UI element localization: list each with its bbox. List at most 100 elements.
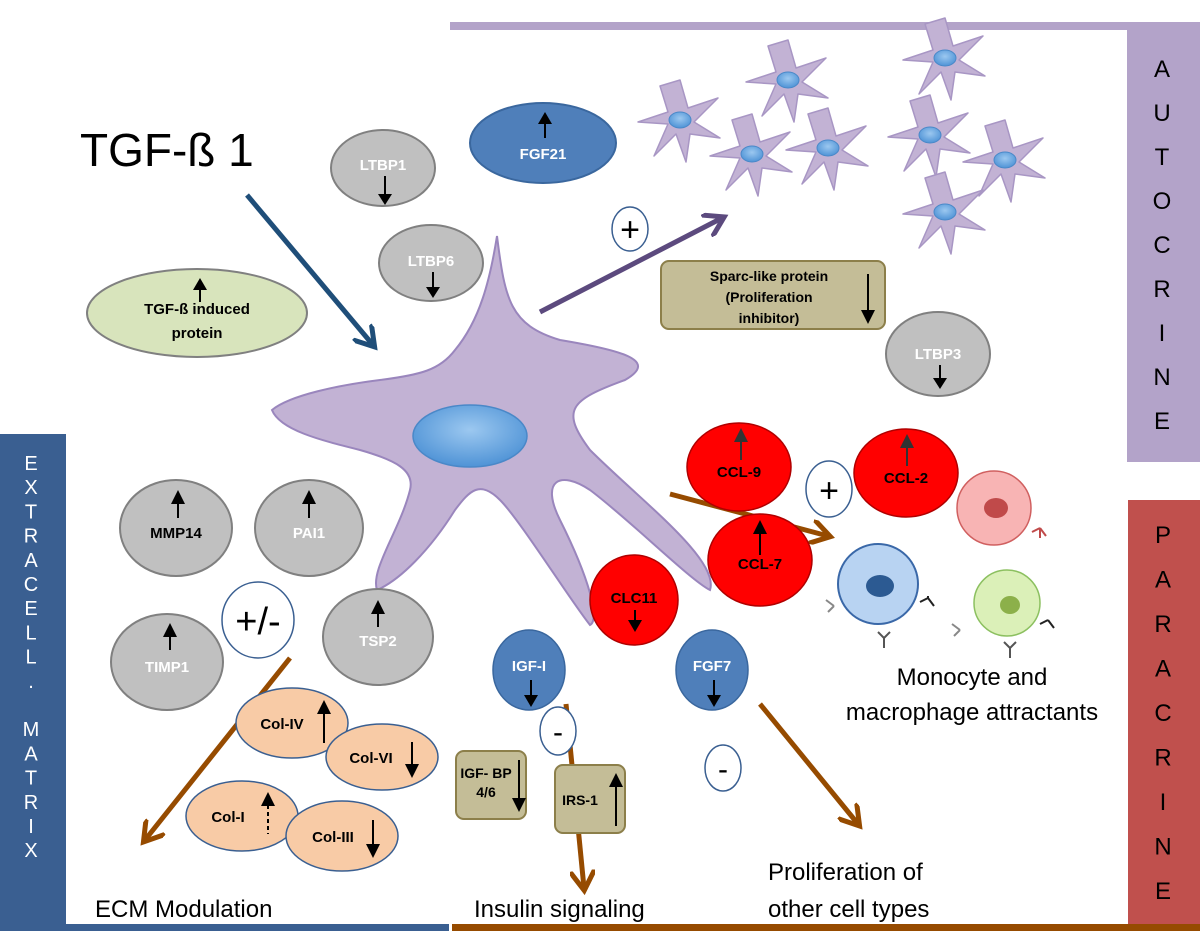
node-col-i: Col-I [185,780,299,852]
small-cell [637,79,721,163]
arrow-up-icon [163,623,177,637]
arrow-down-icon [861,310,875,324]
central-fibroblast-cell [270,235,712,627]
autocrine-letter: I [1159,320,1166,347]
antibody-icon [877,631,891,648]
sign-ecm-plus-minus: +/- [221,581,295,659]
svg-text:+: + [819,472,839,510]
ecm-letter: X [24,840,37,862]
antibody-icon [1039,619,1055,629]
paracrine-letter: N [1154,834,1171,861]
paracrine-frame [452,500,1200,931]
node-label: MMP14 [150,525,202,542]
arrow-up-icon [302,490,316,504]
node-label: PAI1 [293,525,325,542]
node-ltbp6: LTBP6 [378,224,484,302]
node-label: protein [172,325,223,342]
arrow-up-icon [900,434,914,448]
node-fgf21: FGF21 [469,102,617,184]
title-tgf-beta1: TGF-ß 1 [80,124,254,176]
node-ltbp3: LTBP3 [885,311,991,397]
small-cell [887,94,971,178]
monocyte-green [951,569,1055,658]
monocyte-cells [825,470,1055,658]
ecm-letter: E [24,453,37,475]
autocrine-letter: C [1153,232,1170,259]
small-cell [962,119,1046,203]
node-label: Col-VI [349,750,392,767]
paracrine-letter: I [1160,789,1167,816]
node-tgf-induced-protein: TGF-ß induced protein [86,268,308,358]
outcome-monocyte-line1: Monocyte and [897,664,1048,691]
ecm-letter: R [24,792,38,814]
ecm-letter: L [25,647,36,669]
node-label: FGF7 [693,658,731,675]
node-label: IGF-I [512,658,546,675]
ecm-letter: A [24,743,38,765]
node-ccl9: CCL-9 [686,422,792,512]
svg-text:-: - [553,716,563,749]
arrow-down-icon [426,287,440,298]
ecm-frame [0,434,449,931]
antibody-icon [1003,641,1017,658]
paracrine-letter: P [1155,522,1171,549]
ecm-letter: M [23,719,40,741]
small-cell [902,17,986,101]
node-label: Sparc-like protein [710,268,828,284]
node-col-vi: Col-VI [325,723,439,791]
node-label: CCL-2 [884,470,928,487]
node-clc11: CLC11 [589,554,679,646]
ecm-letter: C [24,574,38,596]
autocrine-letter: T [1155,144,1170,171]
node-ccl2: CCL-2 [853,428,959,518]
arrow-down-icon [524,695,538,707]
arrow-up-icon [753,520,767,534]
node-mmp14: MMP14 [119,479,233,577]
node-sparc-like-protein: Sparc-like protein (Proliferation inhibi… [660,260,886,330]
paracrine-side-panel [1128,500,1200,930]
arrow-up-icon [538,112,552,124]
small-cell [785,107,869,191]
autocrine-letter: N [1153,364,1170,391]
node-label: CCL-7 [738,556,782,573]
svg-text:+/-: +/- [235,601,280,643]
autocrine-letter: E [1154,408,1170,435]
node-igf-bp: IGF- BP 4/6 [455,750,527,820]
proliferating-cells-cluster [637,17,1046,255]
paracrine-bottom-border [452,924,1200,931]
autocrine-side-panel [1127,22,1200,462]
ecm-letter: A [24,550,38,572]
node-label: LTBP3 [915,346,961,363]
ecm-letter: T [25,768,37,790]
arrow-down-icon [378,194,392,205]
node-label: inhibitor) [739,310,800,326]
ecm-side-panel [0,434,66,930]
autocrine-letter: R [1153,276,1170,303]
paracrine-letter: A [1155,656,1171,683]
outcome-proliferation-line1: Proliferation of [768,859,923,886]
node-ccl7: CCL-7 [707,513,813,607]
monocyte-red [956,470,1047,546]
small-cell [902,171,986,255]
arrow-down-icon [707,695,721,707]
arrow-down-icon [628,620,642,632]
arrow-down-icon [405,764,419,778]
antibody-icon [919,596,935,607]
autocrine-arrow [538,218,722,315]
arrow-up-icon [609,773,623,787]
node-label: CCL-9 [717,464,761,481]
node-timp1: TIMP1 [110,613,224,711]
autocrine-letter: U [1153,100,1170,127]
node-label: Col-I [211,809,244,826]
autocrine-letter: O [1153,188,1172,215]
node-label: Col-IV [260,716,303,733]
node-irs1: IRS-1 [554,764,626,834]
sign-autocrine-plus: + [611,206,649,252]
ecm-letter: E [24,598,37,620]
small-cell [745,39,829,123]
paracrine-letter: R [1154,745,1171,772]
